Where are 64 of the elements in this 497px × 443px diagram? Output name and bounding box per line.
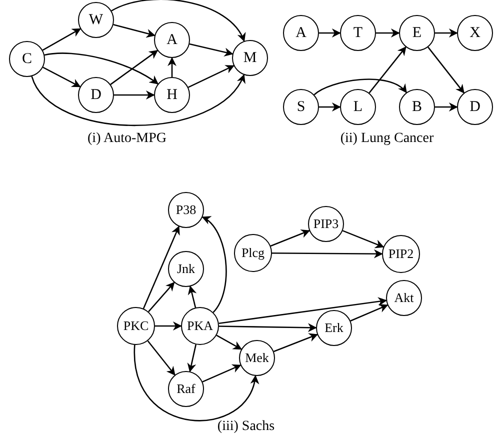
arrow bbox=[202, 364, 242, 382]
arrow bbox=[202, 216, 227, 313]
node-circle: Raf bbox=[168, 371, 204, 407]
arrow bbox=[314, 78, 408, 96]
arrow bbox=[189, 43, 234, 57]
arrow bbox=[274, 333, 318, 352]
arrow bbox=[142, 226, 180, 309]
arrow bbox=[428, 46, 464, 94]
node-circle: A bbox=[154, 22, 190, 58]
arrow bbox=[319, 102, 341, 112]
node-circle: L bbox=[340, 89, 376, 125]
subfigure-caption: (i) Auto-MPG bbox=[88, 131, 166, 147]
subfigure-caption: (ii) Lung Cancer bbox=[340, 131, 434, 147]
arrow bbox=[134, 344, 258, 422]
arrow bbox=[435, 28, 458, 38]
arrow bbox=[42, 28, 82, 51]
arrow bbox=[218, 297, 388, 324]
arrow bbox=[350, 304, 388, 322]
node-circle: C bbox=[9, 41, 45, 77]
node-circle: H bbox=[154, 77, 190, 113]
node-circle: PKA bbox=[181, 307, 219, 345]
node-circle: S bbox=[283, 89, 319, 125]
arrow bbox=[31, 74, 244, 126]
arrow bbox=[319, 28, 341, 38]
arrow bbox=[270, 229, 310, 247]
arrow bbox=[42, 66, 81, 88]
node-circle: E bbox=[399, 15, 435, 51]
arrow bbox=[368, 46, 406, 94]
arrow bbox=[219, 323, 317, 332]
node-circle: D bbox=[457, 89, 493, 125]
arrow bbox=[113, 24, 156, 38]
arrow bbox=[168, 57, 176, 77]
arrow bbox=[188, 286, 197, 308]
node-circle: Plcg bbox=[234, 234, 272, 272]
node-circle: M bbox=[232, 40, 268, 76]
node-circle: Jnk bbox=[168, 251, 204, 287]
arrow bbox=[110, 50, 158, 85]
node-circle: T bbox=[340, 15, 376, 51]
arrow bbox=[376, 28, 400, 38]
arrow bbox=[216, 334, 242, 350]
arrow bbox=[114, 90, 155, 100]
node-circle: A bbox=[283, 15, 319, 51]
arrow bbox=[435, 102, 458, 112]
arrow bbox=[188, 65, 235, 88]
node-circle: W bbox=[78, 2, 114, 38]
arrow bbox=[44, 52, 159, 84]
node-circle: PIP2 bbox=[382, 235, 420, 273]
arrow bbox=[272, 249, 383, 258]
node-circle: D bbox=[78, 77, 114, 113]
arrow bbox=[148, 282, 175, 312]
node-circle: B bbox=[399, 89, 435, 125]
arrow bbox=[111, 0, 245, 42]
node-circle: Akt bbox=[386, 280, 422, 316]
node-circle: X bbox=[457, 15, 493, 51]
arrow bbox=[187, 344, 197, 372]
arrow bbox=[342, 230, 384, 248]
arrow bbox=[147, 340, 176, 376]
node-circle: PIP3 bbox=[308, 206, 344, 242]
node-circle: Mek bbox=[239, 340, 275, 376]
subfigure-caption: (iii) Sachs bbox=[217, 419, 275, 435]
arrow bbox=[155, 322, 182, 330]
node-circle: P38 bbox=[168, 192, 204, 228]
node-circle: Erk bbox=[316, 310, 352, 346]
node-circle: PKC bbox=[117, 307, 155, 345]
